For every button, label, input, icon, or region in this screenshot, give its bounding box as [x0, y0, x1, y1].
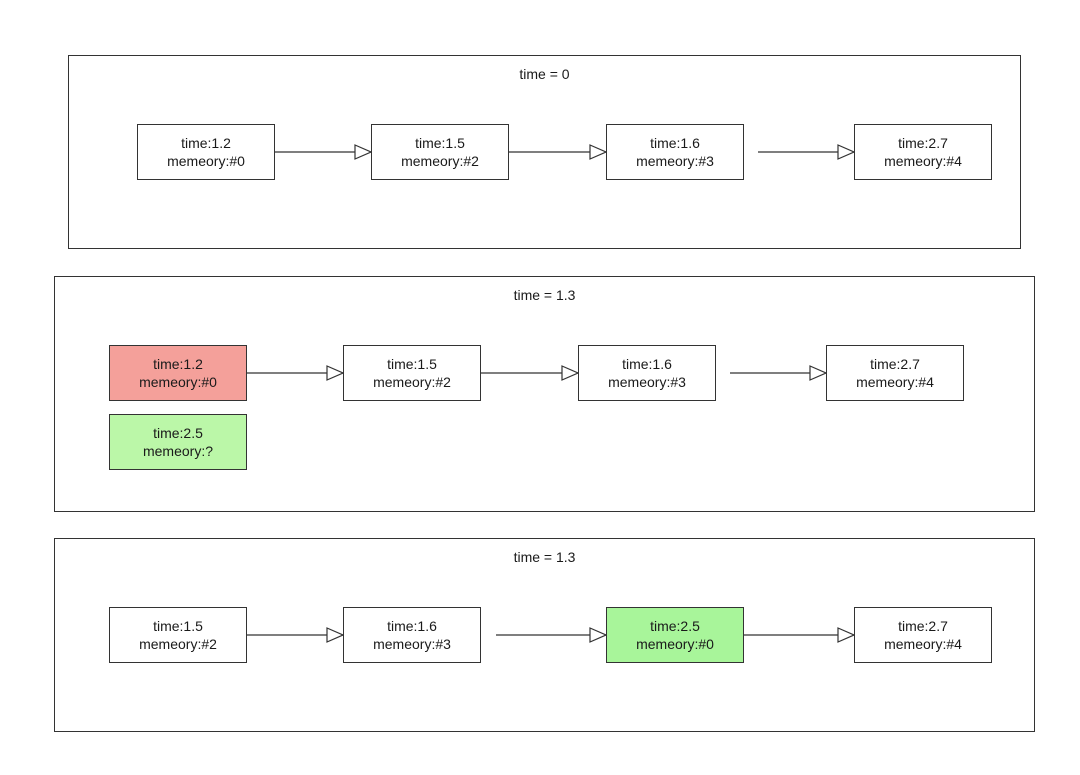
node-memory: memeory:#4: [856, 374, 934, 390]
node-memory: memeory:#0: [167, 153, 245, 169]
node-memory: memeory:#2: [401, 153, 479, 169]
node-time: time:1.5: [415, 135, 465, 151]
node-memory: memeory:#3: [373, 636, 451, 652]
node-time: time:2.5: [650, 618, 700, 634]
node-time: time:2.5: [153, 425, 203, 441]
node-memory: memeory:#0: [636, 636, 714, 652]
node-2: time:1.6 memeory:#3: [343, 607, 481, 663]
panel-title: time = 0: [519, 66, 570, 82]
node-3: time:1.6 memeory:#3: [578, 345, 716, 401]
node-memory: memeory:#2: [373, 374, 451, 390]
node-time: time:2.7: [870, 356, 920, 372]
node-time: time:1.6: [387, 618, 437, 634]
node-memory: memeory:#3: [608, 374, 686, 390]
node-4: time:2.7 memeory:#4: [854, 124, 992, 180]
node-inserted: time:2.5 memeory:#0: [606, 607, 744, 663]
panel-title: time = 1.3: [513, 549, 576, 565]
node-memory: memeory:#3: [636, 153, 714, 169]
node-memory: memeory:#2: [139, 636, 217, 652]
node-time: time:2.7: [898, 135, 948, 151]
node-memory: memeory:#4: [884, 153, 962, 169]
node-memory: memeory:#4: [884, 636, 962, 652]
node-1: time:1.2 memeory:#0: [137, 124, 275, 180]
node-removed: time:1.2 memeory:#0: [109, 345, 247, 401]
node-inserted: time:2.5 memeory:?: [109, 414, 247, 470]
node-time: time:1.6: [650, 135, 700, 151]
node-memory: memeory:#0: [139, 374, 217, 390]
node-time: time:1.5: [387, 356, 437, 372]
node-2: time:1.5 memeory:#2: [343, 345, 481, 401]
node-time: time:1.5: [153, 618, 203, 634]
node-2: time:1.5 memeory:#2: [371, 124, 509, 180]
node-memory: memeory:?: [142, 443, 214, 459]
node-3: time:1.6 memeory:#3: [606, 124, 744, 180]
node-4: time:2.7 memeory:#4: [854, 607, 992, 663]
node-time: time:1.2: [181, 135, 231, 151]
node-time: time:1.2: [153, 356, 203, 372]
node-time: time:1.6: [622, 356, 672, 372]
panel-title: time = 1.3: [513, 287, 576, 303]
node-time: time:2.7: [898, 618, 948, 634]
node-1: time:1.5 memeory:#2: [109, 607, 247, 663]
node-4: time:2.7 memeory:#4: [826, 345, 964, 401]
